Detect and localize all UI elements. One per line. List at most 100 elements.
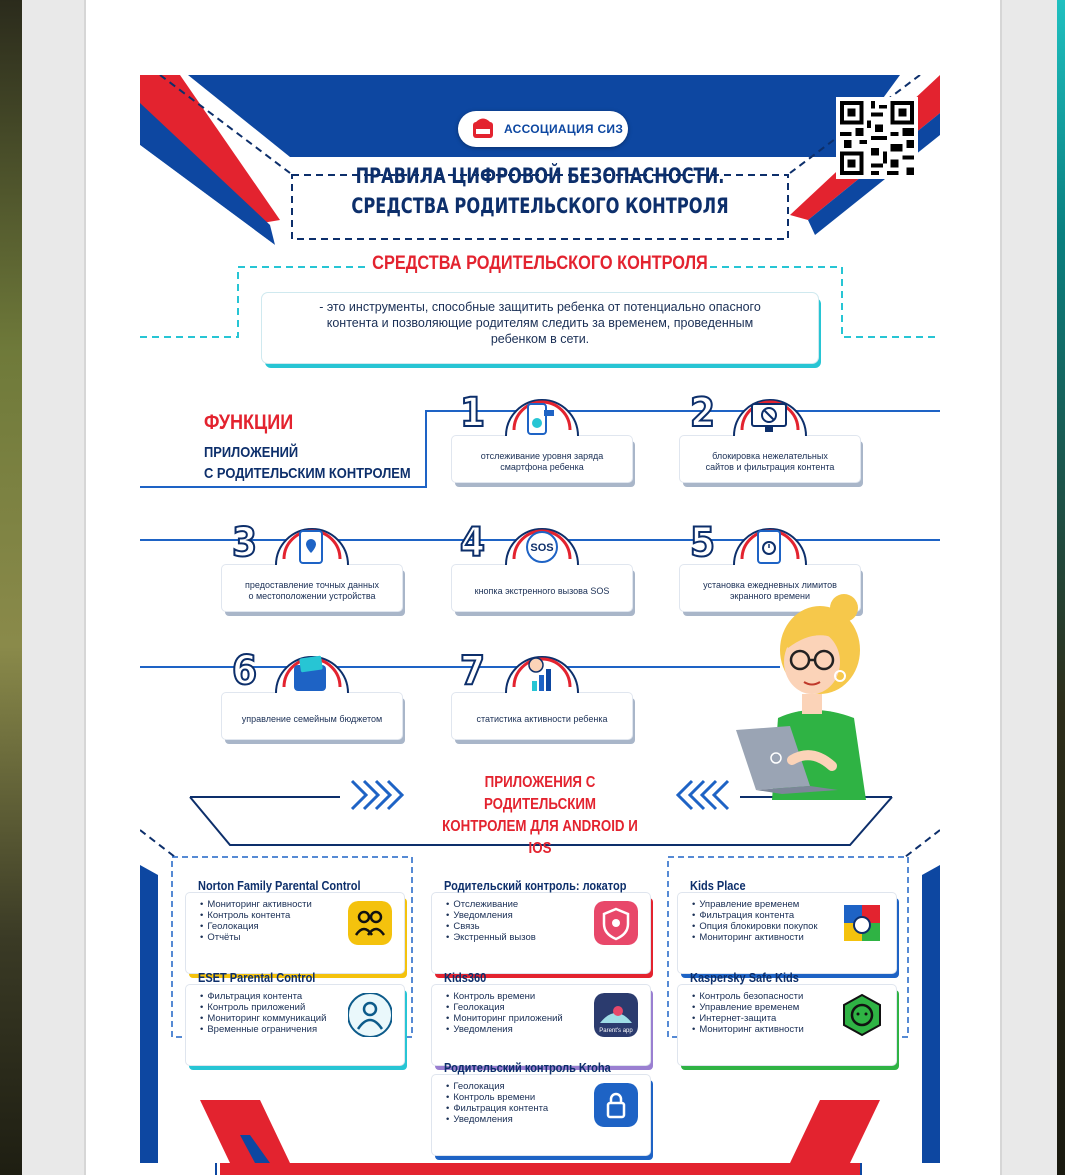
app-card-2: Родительский контроль: локаторОтслеживан…	[432, 879, 650, 973]
app-feature-item: Уведомления	[446, 910, 536, 921]
feature-number-5: 5	[689, 520, 716, 566]
app-feature-item: Контроль времени	[446, 991, 563, 1002]
feature-card-label: статистика активности ребенка	[458, 693, 626, 739]
functions-subtitle-line-2: С РОДИТЕЛЬСКИМ КОНТРОЛЕМ	[204, 465, 411, 482]
sos-label: SOS	[530, 542, 553, 554]
feature-card-line-1: предоставление точных данных	[245, 580, 379, 590]
app-feature-item: Контроль контента	[200, 910, 312, 921]
app-people-icon	[348, 901, 392, 945]
main-title-line-2: СРЕДСТВА РОДИТЕЛЬСКОГО КОНТРОЛЯ	[351, 194, 729, 218]
app-feature-item: Экстренный вызов	[446, 932, 535, 943]
feature-card-text: кнопка экстренного вызова SOS	[475, 580, 610, 597]
app-puzzle-icon	[844, 905, 880, 941]
app-name: Kids Place	[690, 879, 746, 893]
bottom-blue-line-left	[215, 1163, 217, 1175]
app-feature-item: Уведомления	[446, 1114, 548, 1125]
feature-number-6: 6	[231, 648, 258, 694]
app-feature-item: Интернет-защита	[692, 1013, 804, 1024]
feature-card-line-2: сайтов и фильтрация контента	[705, 462, 835, 472]
app-feature-item: Мониторинг активности	[692, 932, 818, 943]
feature-card-text: статистика активности ребенка	[477, 708, 608, 725]
app-feature-item: Фильтрация контента	[200, 991, 326, 1002]
functions-subtitle: ПРИЛОЖЕНИЙ С РОДИТЕЛЬСКИМ КОНТРОЛЕМ	[204, 442, 411, 484]
feature-card-line-1: статистика активности ребенка	[476, 713, 608, 724]
definition-text: - это инструменты, способные защитить ре…	[262, 293, 818, 353]
app-feature-list: Мониторинг активностиКонтроль контентаГе…	[200, 899, 312, 943]
feature-card-line-1: управление семейным бюджетом	[241, 713, 383, 724]
apps-title: ПРИЛОЖЕНИЯ С РОДИТЕЛЬСКИМ КОНТРОЛЕМ ДЛЯ …	[437, 772, 643, 860]
main-title: ПРАВИЛА ЦИФРОВОЙ БЕЗОПАСНОСТИ. СРЕДСТВА …	[290, 155, 790, 239]
feature-6-wallet-icon	[275, 655, 349, 693]
app-feature-item: Контроль приложений	[200, 1002, 326, 1013]
apps-title-line-2: КОНТРОЛЕМ ДЛЯ ANDROID И IOS	[442, 818, 638, 857]
bottom-red-stripe	[220, 1163, 860, 1175]
definition-line-1: - это инструменты, способные защитить ре…	[319, 300, 761, 314]
app-name: ESET Parental Control	[198, 971, 316, 985]
app-feature-list: Контроль времениГеолокацияМониторинг при…	[446, 991, 563, 1035]
app-name: Kids360	[444, 971, 487, 985]
association-logo: АССОЦИАЦИЯ СИЗ	[458, 111, 628, 147]
bottom-edge	[140, 1163, 940, 1175]
definition-line-2: контента и позволяющие родителям следить…	[326, 316, 754, 330]
app-card-5: Kids360Контроль времениГеолокацияМонитор…	[432, 971, 650, 1065]
app-feature-item: Отслеживание	[446, 899, 536, 910]
app-feature-list: Контроль безопасностиУправление временем…	[692, 991, 804, 1035]
app-card-1: Norton Family Parental ControlМониторинг…	[186, 879, 404, 973]
logo-text: АССОЦИАЦИЯ СИЗ	[504, 122, 624, 136]
app-feature-item: Геолокация	[446, 1081, 548, 1092]
feature-3-location-icon	[275, 528, 349, 565]
app-feature-item: Временные ограничения	[200, 1024, 326, 1035]
app-card-7: Родительский контроль KrohaГеолокацияКон…	[432, 1061, 650, 1155]
app-shield-icon	[594, 901, 638, 945]
feature-card-line-1: блокировка нежелательных	[712, 451, 828, 461]
app-feature-list: Управление временемФильтрация контентаОп…	[692, 899, 818, 943]
app-feature-item: Фильтрация контента	[446, 1103, 548, 1114]
definition-box: - это инструменты, способные защитить ре…	[262, 293, 818, 363]
app-feature-item: Фильтрация контента	[692, 910, 818, 921]
app-name: Родительский контроль Kroha	[444, 1061, 611, 1075]
feature-number-7: 7	[459, 648, 486, 694]
app-card-4: ESET Parental ControlФильтрация контента…	[186, 971, 404, 1065]
feature-card-line-1: установка ежедневных лимитов	[703, 580, 837, 590]
feature-1-battery-icon	[505, 399, 579, 436]
app-person-icon	[348, 993, 392, 1037]
app-lock-icon	[594, 1083, 638, 1127]
app-name: Родительский контроль: локатор	[444, 879, 627, 893]
feature-5-timer-icon	[733, 528, 807, 565]
background-right	[1057, 0, 1065, 1175]
definition-title: СРЕДСТВА РОДИТЕЛЬСКОГО КОНТРОЛЯ	[372, 253, 708, 274]
app-feature-item: Контроль времени	[446, 1092, 548, 1103]
app-feature-item: Связь	[446, 921, 536, 932]
feature-card-6: управление семейным бюджетом	[222, 693, 402, 739]
association-logo-icon	[473, 118, 493, 138]
infographic-poster: АССОЦИАЦИЯ СИЗ ПРАВИЛА ЦИФРОВОЙ БЕЗОПАСН…	[140, 75, 940, 1163]
functions-subtitle-line-1: ПРИЛОЖЕНИЙ	[204, 444, 299, 461]
qr-code	[836, 97, 918, 179]
feature-number-4: 4	[459, 520, 486, 566]
app-feature-item: Опция блокировки покупок	[692, 921, 817, 932]
app-feature-item: Управление временем	[692, 899, 818, 910]
app-name: Norton Family Parental Control	[198, 879, 361, 893]
feature-number-2: 2	[689, 390, 716, 436]
app-card-3: Kids PlaceУправление временемФильтрация …	[678, 879, 896, 973]
app-feature-item: Мониторинг коммуникаций	[200, 1013, 326, 1024]
app-feature-list: Фильтрация контентаКонтроль приложенийМо…	[200, 991, 326, 1035]
feature-2-block-icon	[733, 399, 807, 436]
app-feature-item: Мониторинг активности	[692, 1024, 804, 1035]
feature-7-stats-icon	[505, 656, 579, 693]
woman-with-laptop-illustration	[736, 594, 866, 800]
app-feature-item: Мониторинг активности	[200, 899, 312, 910]
app-kids360-icon: Parent's app	[594, 993, 638, 1037]
main-title-line-1: ПРАВИЛА ЦИФРОВОЙ БЕЗОПАСНОСТИ.	[355, 164, 725, 188]
